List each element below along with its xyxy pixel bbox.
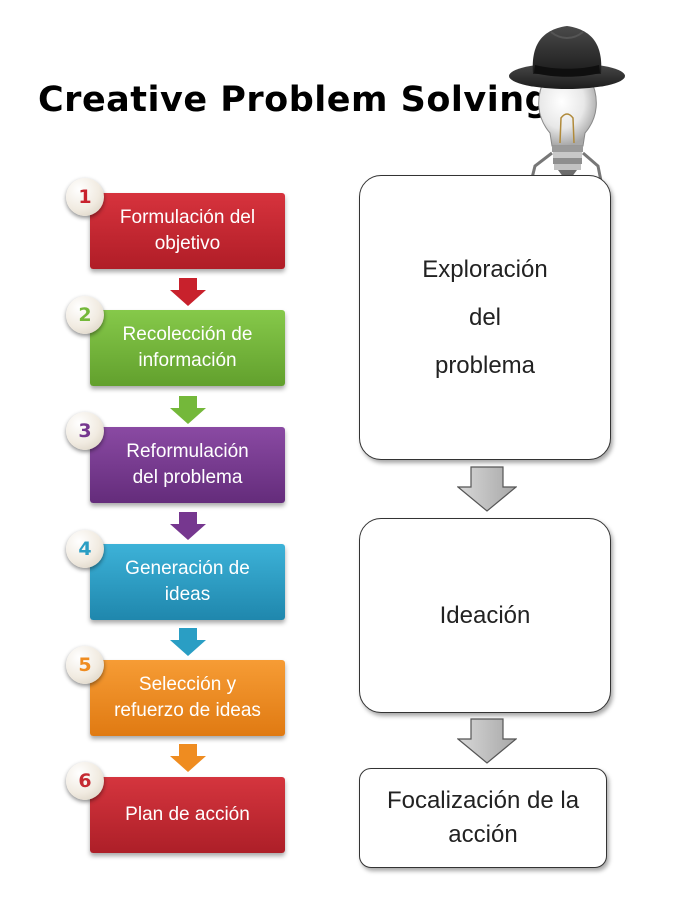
stage-ideacion-box: Ideación [359,518,611,713]
step-4-number-text: 4 [78,538,92,560]
step-5-number-text: 5 [78,654,92,676]
stage-focalizacion-box: Focalización de la acción [359,768,607,868]
step-3-label: Reformulación del problema [126,441,249,488]
down-arrow-icon [170,744,206,772]
step-1-number: 1 [66,178,104,216]
down-arrow-icon [170,512,206,540]
down-arrow-icon [170,628,206,656]
lightbulb-with-hat-icon [509,26,625,216]
step-6-number: 6 [66,762,104,800]
page-title: Creative Problem Solving [38,80,551,120]
step-4-label: Generación de ideas [125,558,250,605]
step-3-number-text: 3 [78,420,92,442]
step-3-box: Reformulación del problema [90,427,285,503]
down-arrow-icon [457,718,517,764]
stage-exploracion-label: Exploración del problema [422,255,548,379]
step-6-label: Plan de acción [125,804,250,826]
step-5-label: Selección y refuerzo de ideas [114,674,261,721]
stage-ideacion-label: Ideación [439,601,531,629]
step-6-number-text: 6 [78,770,92,792]
stage-focalizacion-label: Focalización de la acción [386,787,580,848]
step-1-number-text: 1 [78,186,92,208]
step-1-label: Formulación del objetivo [119,207,256,254]
step-3-number: 3 [66,412,104,450]
step-4-number: 4 [66,530,104,568]
step-2-number: 2 [66,296,104,334]
stage-exploracion-box: Exploración del problema [359,175,611,460]
down-arrow-icon [457,466,517,512]
step-5-box: Selección y refuerzo de ideas [90,660,285,736]
step-2-number-text: 2 [78,304,92,326]
down-arrow-icon [170,396,206,424]
step-6-box: Plan de acción [90,777,285,853]
step-1-box: Formulación del objetivo [90,193,285,269]
down-arrow-icon [170,278,206,306]
step-4-box: Generación de ideas [90,544,285,620]
step-2-label: Recolección de información [122,324,253,371]
step-5-number: 5 [66,646,104,684]
step-2-box: Recolección de información [90,310,285,386]
